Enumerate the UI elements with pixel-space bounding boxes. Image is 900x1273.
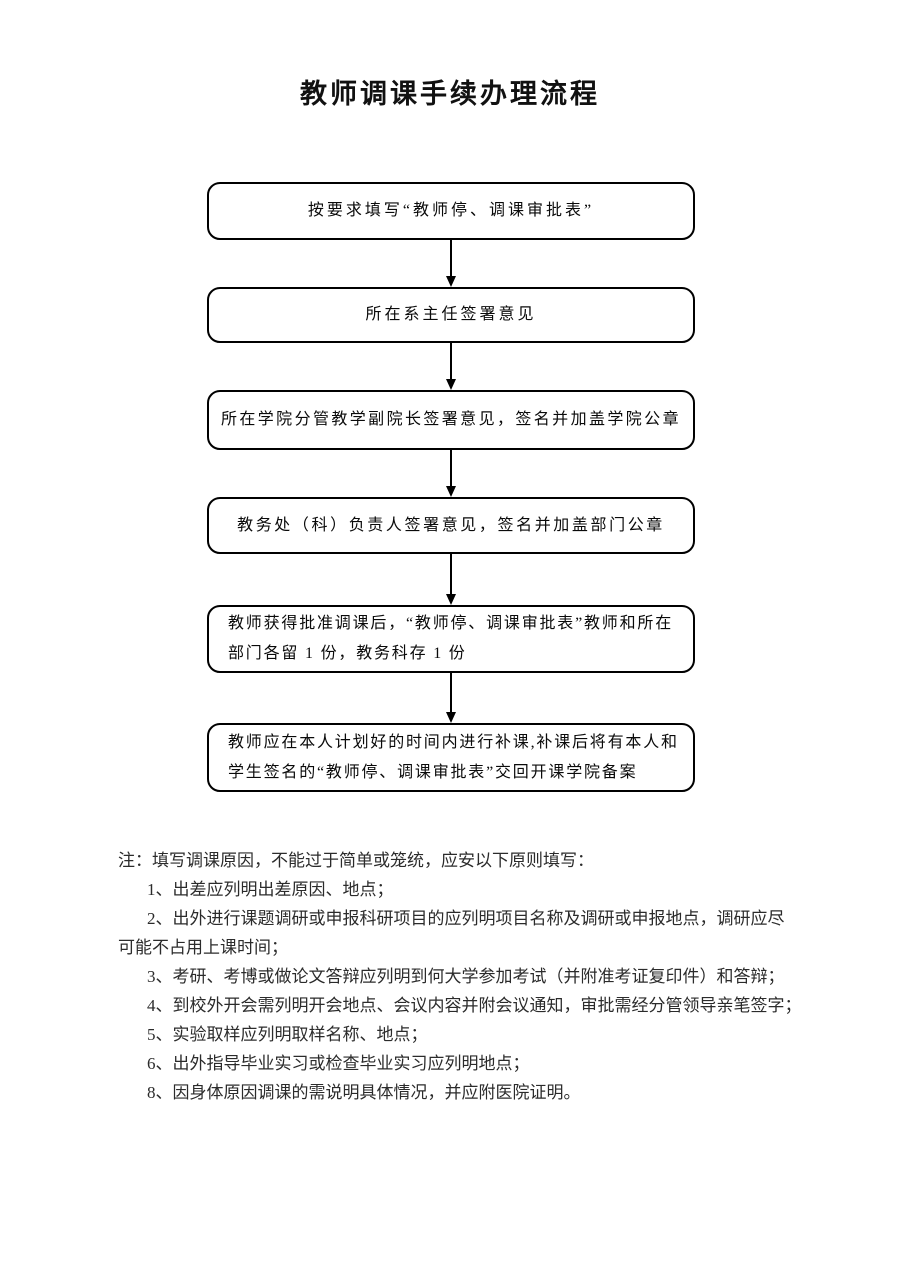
flow-arrow-5 (446, 673, 456, 723)
flow-arrow-3 (446, 450, 456, 497)
flow-step-academic-office-sign: 教务处（科）负责人签署意见，签名并加盖部门公章 (207, 497, 695, 554)
flow-step-dept-head-sign: 所在系主任签署意见 (207, 287, 695, 343)
note-item-6: 6、出外指导毕业实习或检查毕业实习应列明地点； (147, 1054, 530, 1073)
flow-step-keep-copies: 教师获得批准调课后，“教师停、调课审批表”教师和所在 部门各留 1 份，教务科存… (207, 605, 695, 673)
flow-arrow-1 (446, 240, 456, 287)
notes-section: 注：填写调课原因，不能过于简单或笼统，应安以下原则填写： 1、出差应列明出差原因… (118, 846, 808, 1107)
note-lead: 注：填写调课原因，不能过于简单或笼统，应安以下原则填写： (118, 851, 594, 870)
flow-arrow-2 (446, 343, 456, 390)
note-item-8: 8、因身体原因调课的需说明具体情况，并应附医院证明。 (147, 1083, 581, 1102)
flow-step-vice-dean-sign: 所在学院分管教学副院长签署意见，签名并加盖学院公章 (207, 390, 695, 450)
note-item-1: 1、出差应列明出差原因、地点； (147, 880, 394, 899)
note-item-2: 2、出外进行课题调研或申报科研项目的应列明项目名称及调研或申报地点，调研应尽 可… (118, 909, 785, 957)
page-title: 教师调课手续办理流程 (300, 79, 600, 109)
note-item-5: 5、实验取样应列明取样名称、地点； (147, 1025, 428, 1044)
note-item-3: 3、考研、考博或做论文答辩应列明到何大学参加考试（并附准考证复印件）和答辩； (147, 967, 785, 986)
flow-arrow-4 (446, 554, 456, 605)
flow-step-fill-form: 按要求填写“教师停、调课审批表” (207, 182, 695, 240)
note-item-4: 4、到校外开会需列明开会地点、会议内容并附会议通知，审批需经分管领导亲笔签字； (147, 996, 802, 1015)
flow-step-makeup-class: 教师应在本人计划好的时间内进行补课,补课后将有本人和 学生签名的“教师停、调课审… (207, 723, 695, 792)
